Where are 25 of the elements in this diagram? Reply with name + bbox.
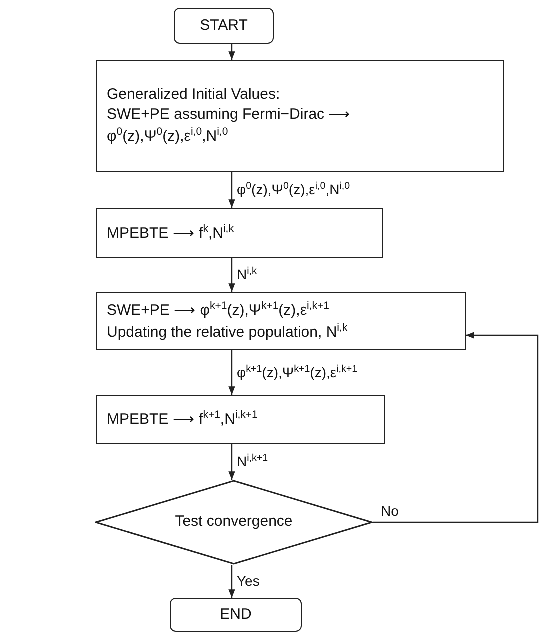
node-text: SWE+PE ⟶ φ$^{k+1}$(z),Ψ$^{k+1}$(z),ε$^{i,k+1}$ <box>107 298 331 321</box>
node-text: SWE+PE assuming Fermi−Dirac ⟶ φ$^{0}$(z),Ψ$^{0}$(z),ε$^{i,0}$,N$^{i,0}$ <box>107 104 352 148</box>
node-text: Updating the relative population, N$^{i,k}$ <box>107 321 349 343</box>
arrow <box>228 172 236 208</box>
terminal-box <box>174 8 274 44</box>
node-text: MPEBTE ⟶ f$^{k+1}$,N$^{i,k+1}$ <box>107 408 259 430</box>
edge-label: φ$^{k+1}$(z),Ψ$^{k+1}$(z),ε$^{i,k+1}$ <box>235 364 360 381</box>
terminal-box <box>170 598 302 632</box>
arrow <box>228 565 236 598</box>
arrow <box>228 350 236 395</box>
arrow <box>228 444 236 480</box>
process-box <box>96 292 466 350</box>
node-text: MPEBTE ⟶ f$^{k}$,N$^{i,k}$ <box>107 222 235 244</box>
node-text: START <box>200 16 248 36</box>
arrow <box>373 332 539 524</box>
node-text: Test convergence <box>174 512 294 532</box>
process-box <box>96 208 383 258</box>
arrow <box>228 44 236 60</box>
decision-diamond <box>95 480 373 565</box>
node-text: END <box>220 604 252 625</box>
node-text: Generalized Initial Values: <box>107 84 282 105</box>
edge-label: φ$^{0}$(z),Ψ$^{0}$(z),ε$^{i,0}$,N$^{i,0}$ <box>235 181 352 198</box>
process-box <box>96 395 385 444</box>
arrow <box>228 258 236 292</box>
process-box <box>96 60 504 172</box>
